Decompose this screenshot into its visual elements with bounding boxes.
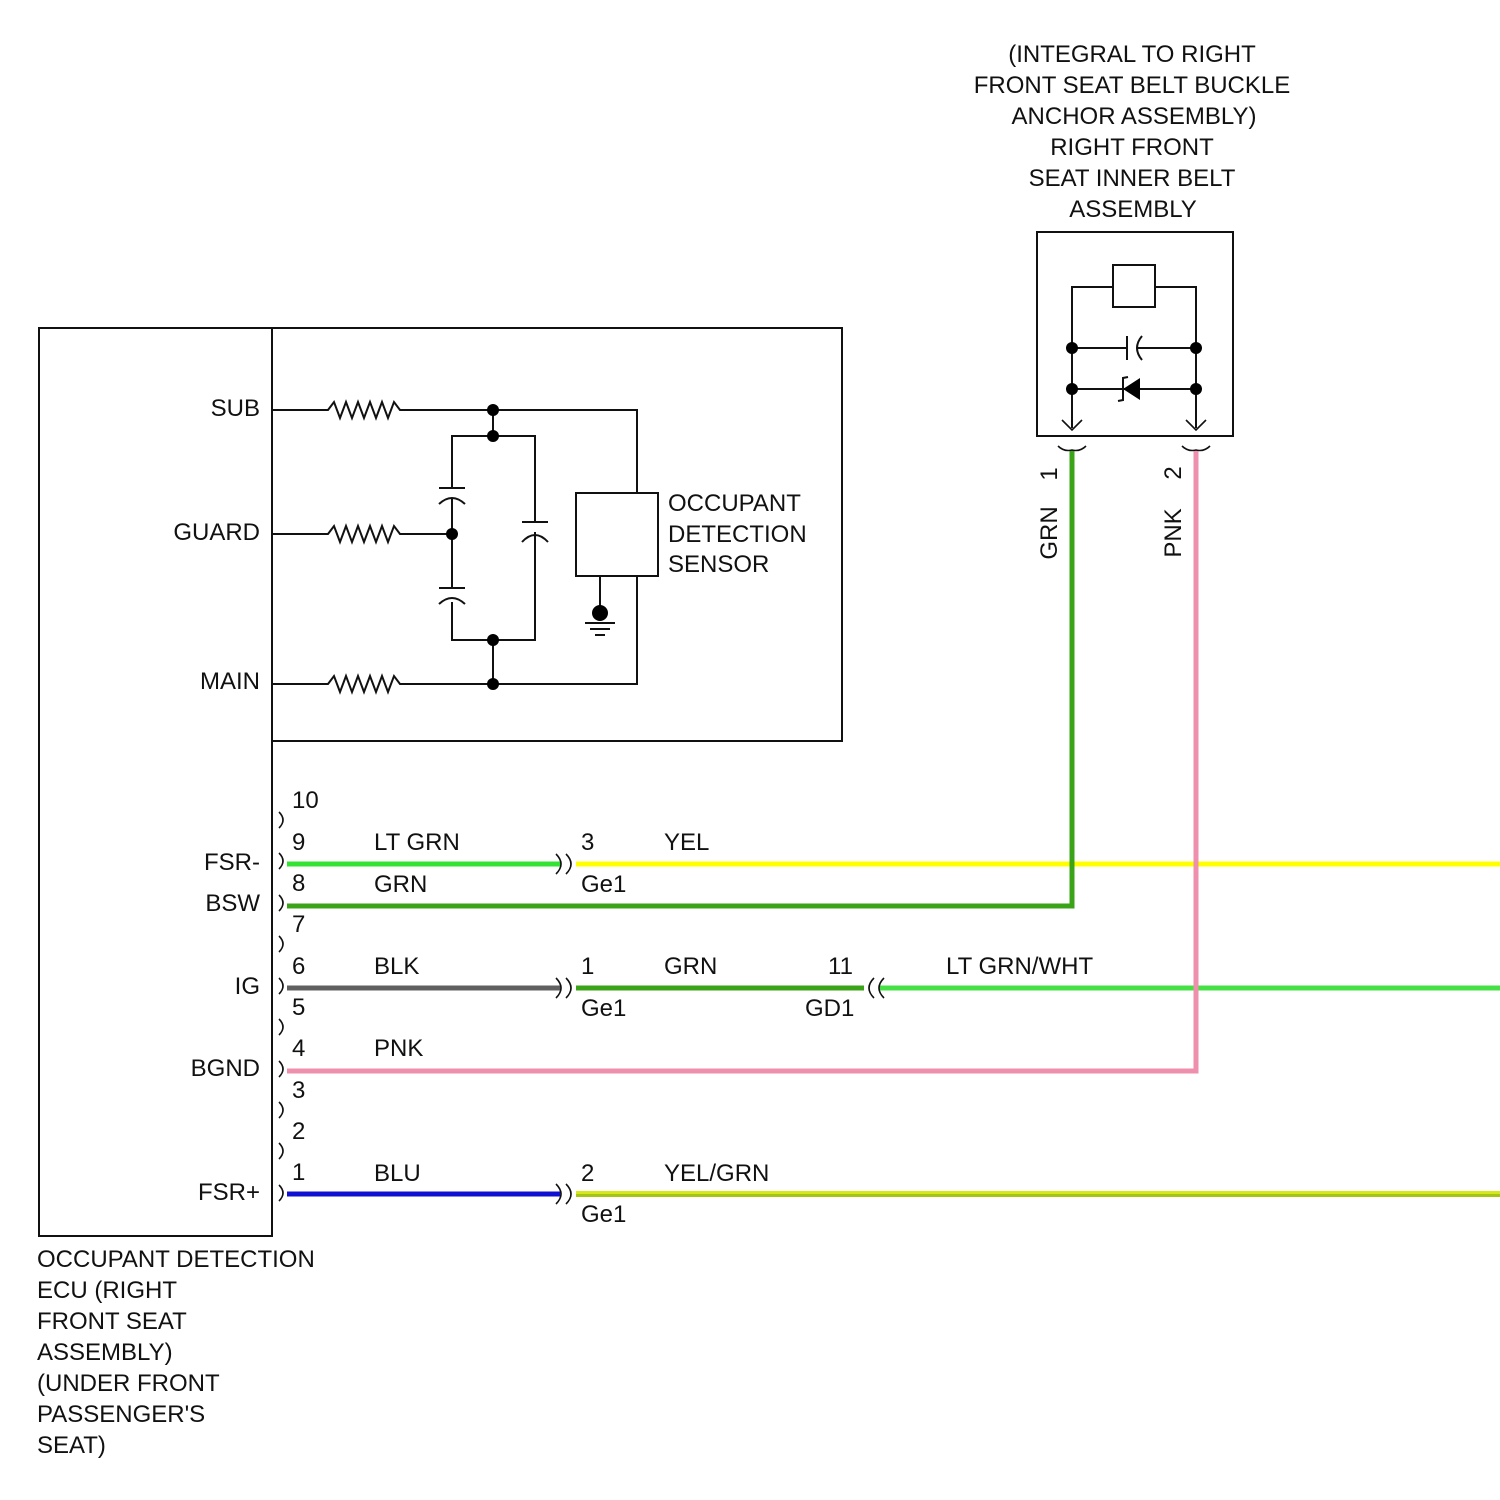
sensor-label-line-3: SENSOR bbox=[668, 551, 769, 578]
ecu-name-line-6: PASSENGER'S bbox=[37, 1401, 205, 1428]
pin-10: 10 bbox=[292, 787, 319, 814]
belt-label-line-5: SEAT INNER BELT bbox=[1029, 165, 1236, 192]
connector-name-ge1-c: Ge1 bbox=[581, 1201, 626, 1228]
belt-wire-grn: GRN bbox=[1036, 506, 1063, 559]
ecu-internal-circuit bbox=[272, 402, 637, 692]
connector-name-ge1-b: Ge1 bbox=[581, 995, 626, 1022]
terminal-main: MAIN bbox=[200, 668, 260, 695]
pin-3: 3 bbox=[292, 1077, 305, 1104]
pin-9: 9 bbox=[292, 829, 305, 856]
wire-fsr-plus bbox=[287, 1193, 1500, 1196]
belt-pin-1: 1 bbox=[1036, 467, 1063, 480]
pin-2: 2 bbox=[292, 1118, 305, 1145]
belt-label-line-1: (INTEGRAL TO RIGHT bbox=[1008, 41, 1256, 68]
terminal-sub: SUB bbox=[211, 395, 260, 422]
wire-label-lt-grn: LT GRN bbox=[374, 829, 460, 856]
ecu-name-line-4: ASSEMBLY) bbox=[37, 1339, 173, 1366]
wire-label-yel-grn: YEL/GRN bbox=[664, 1160, 769, 1187]
occupant-detection-ecu bbox=[39, 328, 842, 1236]
ecu-name-line-2: ECU (RIGHT bbox=[37, 1277, 177, 1304]
connector-pin-2: 2 bbox=[581, 1160, 594, 1187]
belt-label-line-6: ASSEMBLY bbox=[1069, 196, 1197, 223]
ecu-name-line-5: (UNDER FRONT bbox=[37, 1370, 220, 1397]
wire-label-pnk: PNK bbox=[374, 1035, 423, 1062]
belt-pin-2: 2 bbox=[1160, 466, 1187, 479]
belt-wire-pnk: PNK bbox=[1160, 508, 1187, 557]
pin-4: 4 bbox=[292, 1035, 305, 1062]
wire-label-blk: BLK bbox=[374, 953, 419, 980]
wire-label-blu: BLU bbox=[374, 1160, 421, 1187]
pin-1: 1 bbox=[292, 1159, 305, 1186]
ecu-connector-pins bbox=[279, 812, 283, 1201]
connector-name-gd1: GD1 bbox=[805, 995, 854, 1022]
ecu-name-line-7: SEAT) bbox=[37, 1432, 106, 1459]
belt-label-line-4: RIGHT FRONT bbox=[1050, 134, 1214, 161]
ecu-name-line-3: FRONT SEAT bbox=[37, 1308, 187, 1335]
seat-inner-belt-assembly bbox=[1037, 232, 1233, 451]
pin-8: 8 bbox=[292, 870, 305, 897]
pin-7: 7 bbox=[292, 911, 305, 938]
terminal-ig: IG bbox=[235, 973, 260, 1000]
connector-pin-3: 3 bbox=[581, 829, 594, 856]
terminal-fsr-minus: FSR- bbox=[204, 849, 260, 876]
terminal-bsw: BSW bbox=[205, 890, 260, 917]
sensor-label-line-1: OCCUPANT bbox=[668, 490, 801, 517]
pin-5: 5 bbox=[292, 994, 305, 1021]
ecu-name-line-1: OCCUPANT DETECTION bbox=[37, 1246, 315, 1273]
terminal-guard: GUARD bbox=[173, 519, 260, 546]
wire-label-grn-ig: GRN bbox=[664, 953, 717, 980]
belt-label-line-3: ANCHOR ASSEMBLY) bbox=[1012, 103, 1257, 130]
wire-label-yel: YEL bbox=[664, 829, 709, 856]
wire-label-lt-grn-wht: LT GRN/WHT bbox=[946, 953, 1093, 980]
sensor-label-line-2: DETECTION bbox=[668, 521, 807, 548]
wire-label-grn-bsw: GRN bbox=[374, 871, 427, 898]
terminal-fsr-plus: FSR+ bbox=[198, 1179, 260, 1206]
connector-pin-11: 11 bbox=[828, 953, 853, 980]
belt-label-line-2: FRONT SEAT BELT BUCKLE bbox=[974, 72, 1291, 99]
occupant-detection-sensor bbox=[576, 493, 658, 635]
pin-6: 6 bbox=[292, 953, 305, 980]
connector-name-ge1-a: Ge1 bbox=[581, 871, 626, 898]
terminal-bgnd: BGND bbox=[191, 1055, 260, 1082]
connector-pin-1: 1 bbox=[581, 953, 594, 980]
